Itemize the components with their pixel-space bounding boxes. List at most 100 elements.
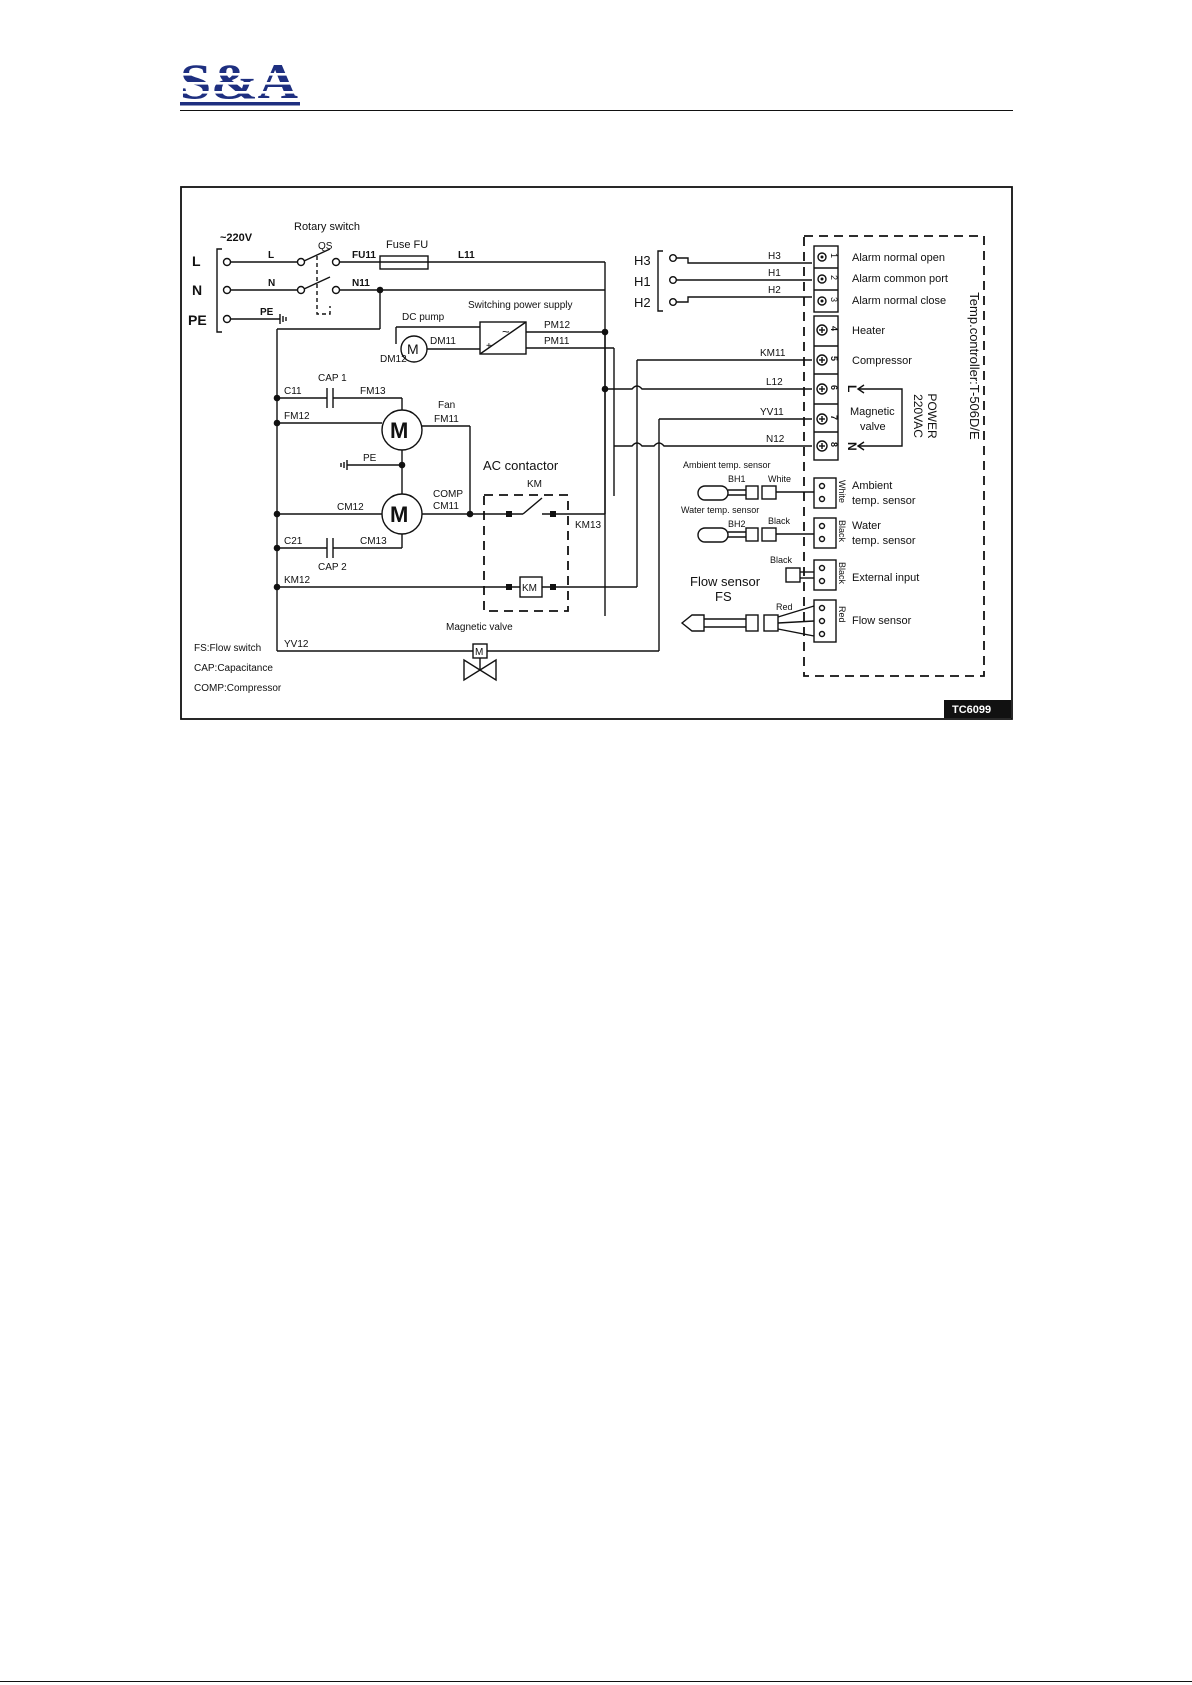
alarm-H3-terminal xyxy=(669,253,678,262)
valve-body-left xyxy=(463,658,482,682)
flow-red-label: Red xyxy=(776,602,793,612)
dc-pump-motor-letter: M xyxy=(407,341,419,357)
terminal-1-label: Alarm normal open xyxy=(852,252,945,264)
c21-label: C21 xyxy=(284,536,303,547)
port-external xyxy=(813,559,837,591)
controller-box xyxy=(803,235,985,677)
terminal-3-label: Alarm normal close xyxy=(852,295,946,307)
contactor-code: KM xyxy=(527,479,542,490)
qs-N-out-terminal xyxy=(331,285,341,295)
supply-N-terminal xyxy=(222,285,232,295)
water-black-label: Black xyxy=(768,516,791,526)
ambient-white-label: White xyxy=(768,474,791,484)
comp-title: COMP xyxy=(433,489,463,500)
s-and-a-logo: S&A xyxy=(180,56,300,108)
wire-H2 xyxy=(676,296,812,303)
water-connector-b xyxy=(761,527,777,542)
diagram-code: TC6099 xyxy=(952,704,991,716)
dc-pump-title: DC pump xyxy=(402,312,445,323)
port-water-label-2: temp. sensor xyxy=(852,535,916,547)
flow-connector-a xyxy=(745,614,759,632)
alarm-H2-label: H2 xyxy=(634,295,651,310)
port-external-label: External input xyxy=(852,572,919,584)
alarm-H1-label: H1 xyxy=(634,274,651,289)
rotary-switch-code: QS xyxy=(318,241,333,252)
qs-mechanical-link xyxy=(316,256,331,315)
wire-N12-to-controller xyxy=(614,442,812,447)
alarm-H2-terminal xyxy=(669,297,678,306)
valve-title: Magnetic valve xyxy=(446,622,513,633)
flow-connector-b xyxy=(763,614,779,632)
contactor-title: AC contactor xyxy=(483,458,559,473)
wire-L12-label: L12 xyxy=(766,377,783,388)
ambient-connector-a xyxy=(745,485,759,500)
water-connector-a xyxy=(745,527,759,542)
alarm-H3-label: H3 xyxy=(634,253,651,268)
port-ambient xyxy=(813,477,837,509)
legend-cap: CAP:Capacitance xyxy=(194,663,273,674)
qs-L-out-terminal xyxy=(331,257,341,267)
fan-pe-label: PE xyxy=(363,453,377,464)
magnetic-valve-label-2: valve xyxy=(860,421,886,433)
km13-label: KM13 xyxy=(575,520,602,531)
supply-voltage-label: ~220V xyxy=(220,232,253,244)
wire-FU11-label: FU11 xyxy=(352,250,376,261)
ground-icon xyxy=(279,314,287,324)
power-bracket xyxy=(858,388,903,447)
cap2-label: CAP 2 xyxy=(318,562,347,573)
port-flow-color: Red xyxy=(837,606,847,623)
dm11-label: DM11 xyxy=(430,336,456,347)
qs-L-blade xyxy=(303,248,331,262)
port-ambient-label-1: Ambient xyxy=(852,480,892,492)
dm12-label: DM12 xyxy=(380,354,407,365)
valve-coil-label: M xyxy=(475,647,483,658)
psu-diagonal xyxy=(479,321,527,355)
wire-N12-label: N12 xyxy=(766,434,785,445)
wire-H3-label: H3 xyxy=(768,251,781,262)
terminal-2-label: Alarm common port xyxy=(852,273,948,285)
port-water-label-1: Water xyxy=(852,520,881,532)
psu-ac-symbol: ~ xyxy=(502,324,510,339)
yv12-label: YV12 xyxy=(284,639,309,650)
terminal-4-label: Heater xyxy=(852,325,885,337)
supply-bracket xyxy=(216,248,222,333)
c11-label: C11 xyxy=(284,386,302,397)
compressor-motor-letter: M xyxy=(390,502,408,527)
terminal-8-number: 8 xyxy=(829,442,839,447)
legend-fs: FS:Flow switch xyxy=(194,643,261,654)
flow-sensor-title: Flow sensor xyxy=(690,574,761,589)
psu-dc-symbol: + xyxy=(486,341,492,352)
bh1-label: BH1 xyxy=(728,474,746,484)
rotary-switch-title: Rotary switch xyxy=(294,221,360,233)
cap1-label: CAP 1 xyxy=(318,373,347,384)
wire-H3 xyxy=(676,257,812,264)
km12-label: KM12 xyxy=(284,575,311,586)
controller-title: Temp.controller:T-506D/E xyxy=(967,292,982,440)
bh2-label: BH2 xyxy=(728,519,746,529)
ambient-sensor-probe xyxy=(697,485,729,501)
fan-title: Fan xyxy=(438,400,455,411)
ambient-connector-b xyxy=(761,485,777,500)
port-ambient-label-2: temp. sensor xyxy=(852,495,916,507)
fuse-title: Fuse FU xyxy=(386,239,428,251)
port-flow-label: Flow sensor xyxy=(852,615,912,627)
cm13-label: CM13 xyxy=(360,536,387,547)
magnetic-valve-label-1: Magnetic xyxy=(850,406,895,418)
qs-L-in-terminal xyxy=(296,257,306,267)
terminal-1-number: 1 xyxy=(829,253,839,258)
alarm-bracket xyxy=(657,250,663,312)
qs-N-blade xyxy=(303,276,331,290)
cm12-label: CM12 xyxy=(337,502,364,513)
alarm-H1-terminal xyxy=(669,275,678,284)
fm13-label: FM13 xyxy=(360,386,386,397)
ambient-sensor-title: Ambient temp. sensor xyxy=(683,460,771,470)
contactor-coil-label: KM xyxy=(522,583,537,594)
wire-L-label: L xyxy=(268,250,274,261)
flow-sensor-code: FS xyxy=(715,589,732,604)
cm11-label: CM11 xyxy=(433,501,459,512)
water-sensor-title: Water temp. sensor xyxy=(681,505,759,515)
wire-H1-label: H1 xyxy=(768,268,781,279)
supply-PE-terminal xyxy=(222,314,232,324)
terminal-6-number: 6 xyxy=(829,385,839,390)
junction-km12 xyxy=(273,583,281,591)
